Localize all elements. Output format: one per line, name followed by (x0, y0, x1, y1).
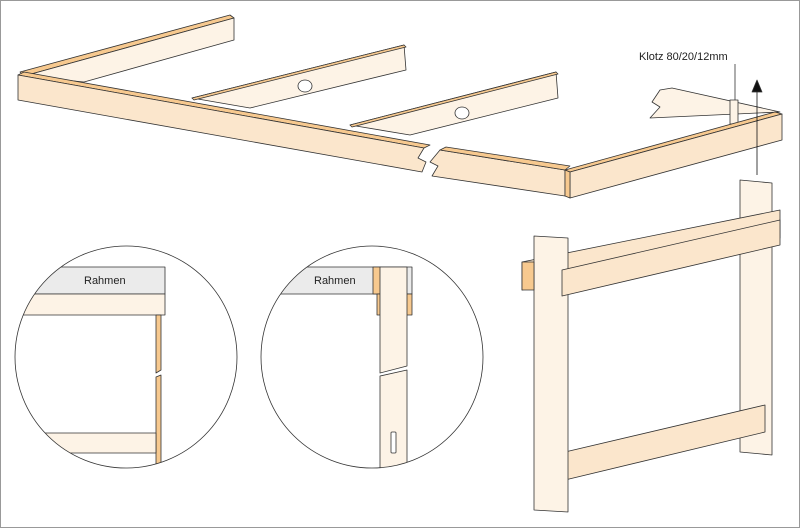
board-cross-1 (191, 44, 407, 109)
arrow-head-icon (751, 79, 763, 93)
rahmen-label-right: Rahmen (314, 275, 356, 287)
board-cross-2 (349, 71, 559, 136)
klotz-block (729, 99, 739, 125)
leg-frame (521, 179, 781, 513)
detail-circle-right (260, 245, 484, 469)
klotz-label: Klotz 80/20/12mm (639, 51, 728, 63)
rahmen-label-left: Rahmen (84, 275, 126, 287)
board-right-back (649, 87, 781, 125)
board-right-front (564, 111, 783, 199)
board-front (17, 71, 571, 197)
detail-circle-left (14, 245, 238, 469)
